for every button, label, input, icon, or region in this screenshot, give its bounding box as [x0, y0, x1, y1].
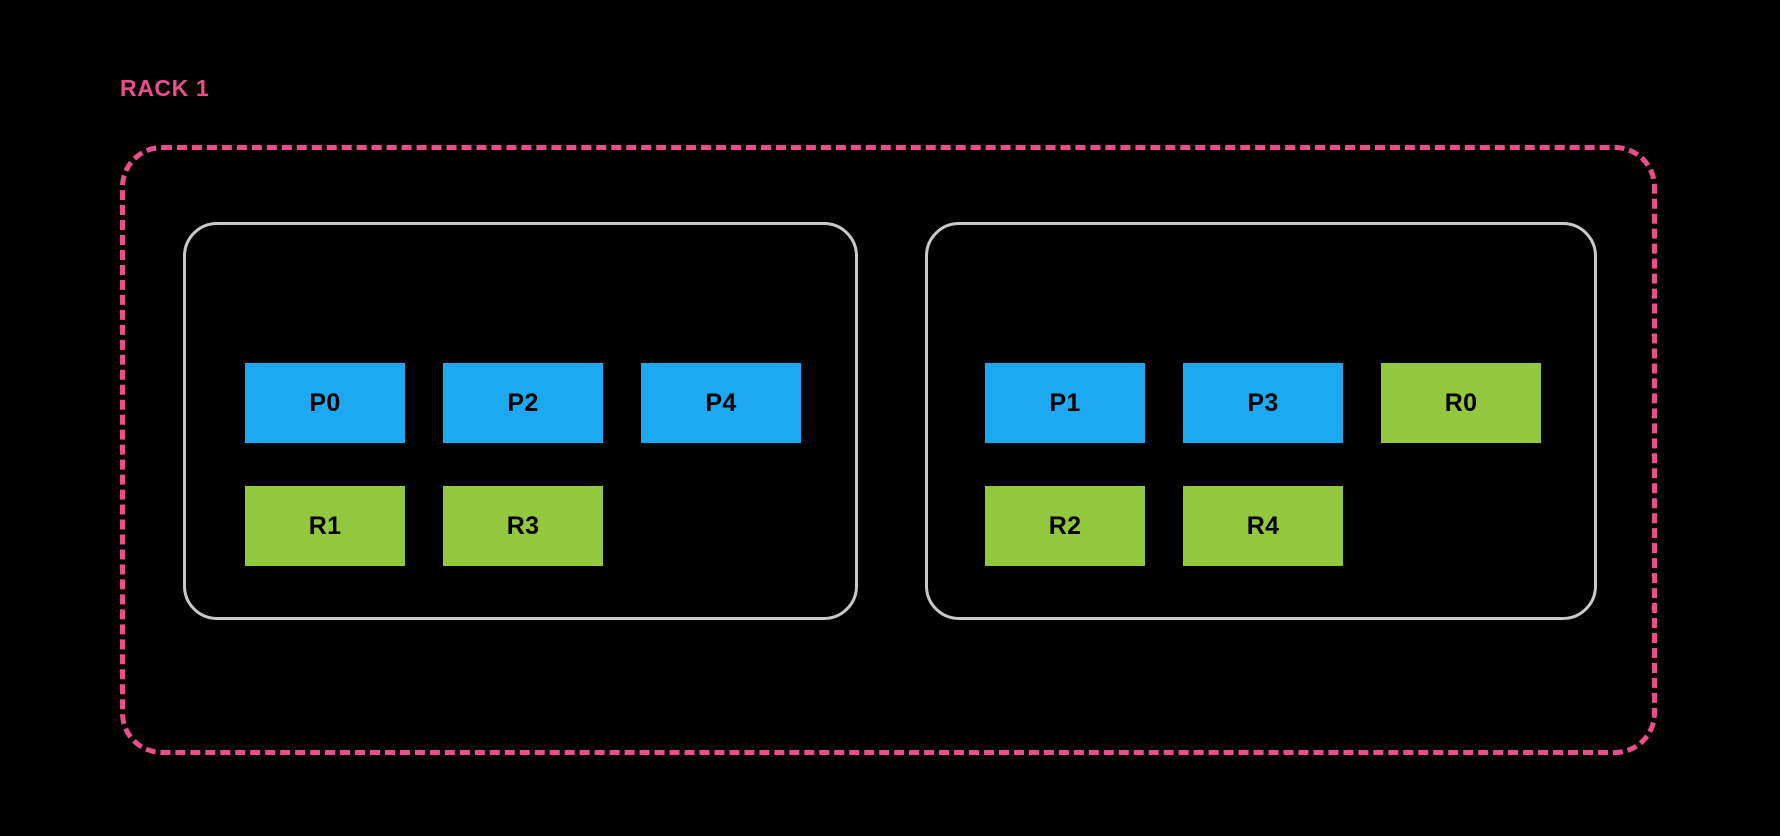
- rack-label: RACK 1: [120, 75, 210, 101]
- shard-chip[interactable]: P3: [1183, 363, 1343, 443]
- node-left-row-primary: P0 P2 P4: [245, 363, 801, 443]
- node-left-row-replica: R1 R3: [245, 486, 603, 566]
- shard-chip[interactable]: R3: [443, 486, 603, 566]
- node-box-right: P1 P3 R0 R2 R4: [925, 222, 1597, 620]
- shard-chip[interactable]: P2: [443, 363, 603, 443]
- shard-chip[interactable]: P1: [985, 363, 1145, 443]
- node-box-left: P0 P2 P4 R1 R3: [183, 222, 858, 620]
- shard-chip[interactable]: R4: [1183, 486, 1343, 566]
- shard-chip[interactable]: P0: [245, 363, 405, 443]
- node-right-row-replica: R2 R4: [985, 486, 1343, 566]
- shard-chip[interactable]: R0: [1381, 363, 1541, 443]
- node-right-row-primary: P1 P3 R0: [985, 363, 1541, 443]
- shard-chip[interactable]: R1: [245, 486, 405, 566]
- shard-chip[interactable]: P4: [641, 363, 801, 443]
- rack-boundary: [120, 145, 1657, 755]
- shard-chip[interactable]: R2: [985, 486, 1145, 566]
